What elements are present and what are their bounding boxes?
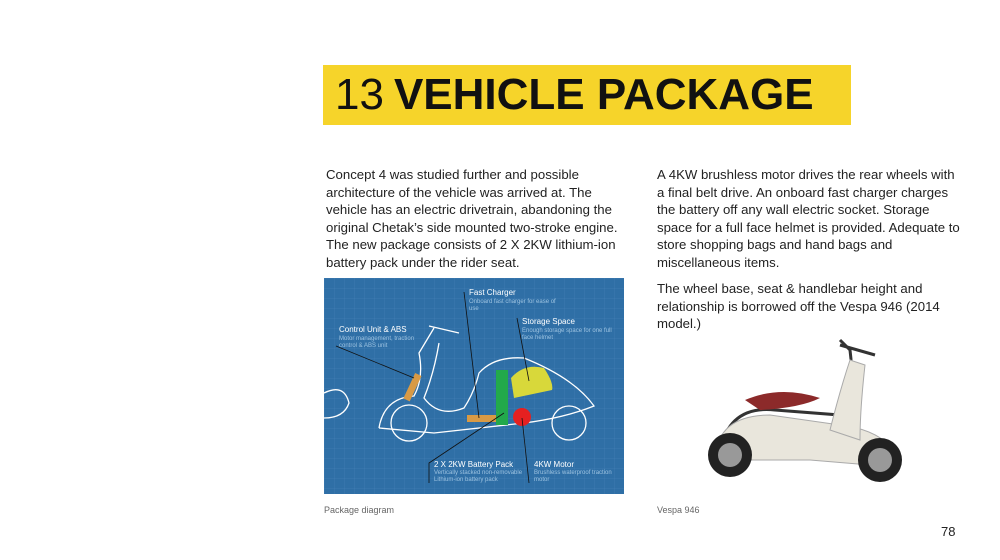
page-number: 78	[941, 524, 956, 539]
vespa-946-photo	[708, 338, 902, 482]
desc-motor: Brushless waterproof traction motor	[534, 470, 612, 483]
caption-vespa: Vespa 946	[657, 505, 700, 515]
label-storage-space: Storage Space	[522, 317, 575, 326]
label-motor: 4KW Motor	[534, 460, 575, 469]
desc-control-unit: Motor management, traction control & ABS…	[339, 336, 415, 349]
paragraph-motor: A 4KW brushless motor drives the rear wh…	[657, 167, 960, 270]
desc-battery-pack: Vertically stacked non-removable Lithium…	[434, 470, 523, 483]
caption-package-diagram: Package diagram	[324, 505, 395, 515]
section-number: 13	[335, 70, 384, 119]
section-title-text: VEHICLE PACKAGE	[393, 70, 814, 119]
label-fast-charger: Fast Charger	[469, 288, 516, 297]
label-battery-pack: 2 X 2KW Battery Pack	[434, 460, 514, 469]
paragraph-concept: Concept 4 was studied further and possib…	[326, 167, 618, 270]
desc-storage-space: Enough storage space for one full face h…	[522, 328, 612, 341]
desc-fast-charger: Onboard fast charger for ease of use	[469, 299, 556, 312]
label-control-unit: Control Unit & ABS	[339, 325, 407, 334]
package-diagram: Fast Charger Onboard fast charger for ea…	[324, 278, 624, 494]
section-title: 13 VEHICLE PACKAGE	[323, 65, 851, 125]
blueprint-drawing	[324, 278, 624, 494]
paragraph-wheelbase: The wheel base, seat & handlebar height …	[657, 281, 940, 332]
